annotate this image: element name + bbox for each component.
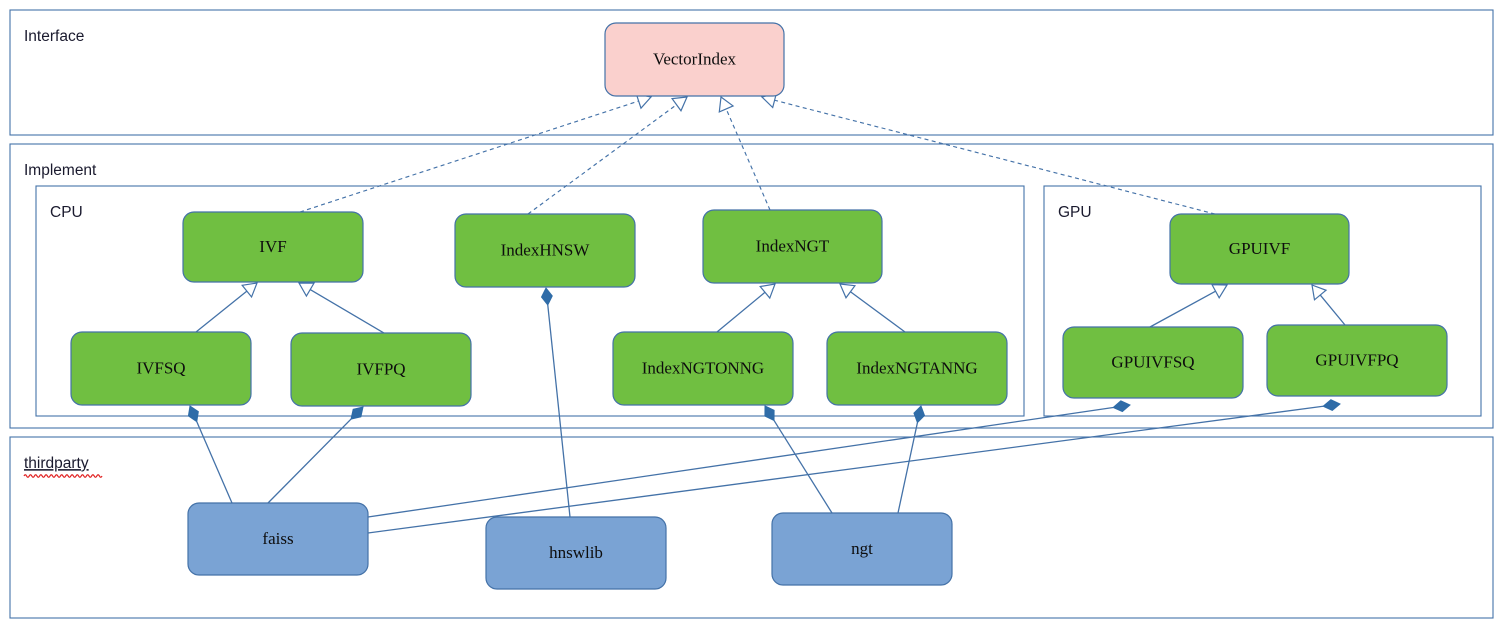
- group-label-cpu: CPU: [50, 204, 83, 221]
- group-label-interface: Interface: [24, 28, 84, 45]
- node-box-vectorindex[interactable]: [604, 22, 785, 97]
- edge-ivf-to-vectorindex: [299, 93, 653, 213]
- node-faiss[interactable]: faiss: [187, 502, 369, 576]
- node-indexhnsw[interactable]: IndexHNSW: [454, 213, 636, 288]
- node-box-indexngt[interactable]: [702, 209, 883, 284]
- node-ivfpq[interactable]: IVFPQ: [290, 332, 472, 407]
- edge-gpuivfsq-to-gpuivf: [1149, 284, 1229, 328]
- node-gpuivfpq[interactable]: GPUIVFPQ: [1266, 324, 1448, 397]
- edge-ivfsq-to-ivf: [195, 282, 258, 333]
- node-box-gpuivfpq[interactable]: [1266, 324, 1448, 397]
- edge-indexngtonng-to-indexngt: [716, 283, 776, 333]
- edge-faiss-to-ivfpq: [267, 406, 364, 504]
- node-label-ngt: ngt: [851, 539, 873, 558]
- edge-faiss-to-ivfsq: [187, 405, 233, 504]
- node-box-ivf[interactable]: [182, 211, 364, 283]
- node-indexngt[interactable]: IndexNGT: [702, 209, 883, 284]
- node-gpuivf[interactable]: GPUIVF: [1169, 213, 1350, 285]
- edge-ivfpq-to-ivf: [297, 282, 385, 334]
- node-label-gpuivf: GPUIVF: [1229, 239, 1290, 258]
- edge-faiss-to-gpuivfpq: [367, 399, 1341, 534]
- node-box-indexngtanng[interactable]: [826, 331, 1008, 406]
- node-box-hnswlib[interactable]: [485, 516, 667, 590]
- node-box-faiss[interactable]: [187, 502, 369, 576]
- node-gpuivfsq[interactable]: GPUIVFSQ: [1062, 326, 1244, 399]
- node-indexngtanng[interactable]: IndexNGTANNG: [826, 331, 1008, 406]
- node-ivf[interactable]: IVF: [182, 211, 364, 283]
- edges-layer: [187, 92, 1346, 534]
- node-label-faiss: faiss: [262, 529, 293, 548]
- node-box-ivfsq[interactable]: [70, 331, 252, 406]
- node-label-indexngt: IndexNGT: [756, 236, 830, 255]
- node-vectorindex[interactable]: VectorIndex: [604, 22, 785, 97]
- edge-ngt-to-indexngtonng: [764, 405, 833, 514]
- node-box-indexhnsw[interactable]: [454, 213, 636, 288]
- edge-ngt-to-indexngtanng: [897, 405, 926, 514]
- node-box-ngt[interactable]: [771, 512, 953, 586]
- node-label-indexngtonng: IndexNGTONNG: [642, 358, 764, 377]
- edge-gpuivfpq-to-gpuivf: [1311, 284, 1346, 326]
- node-ngt[interactable]: ngt: [771, 512, 953, 586]
- node-label-ivfsq: IVFSQ: [136, 358, 185, 377]
- edge-indexhnsw-to-vectorindex: [527, 96, 688, 215]
- node-ivfsq[interactable]: IVFSQ: [70, 331, 252, 406]
- group-label-implement: Implement: [24, 162, 97, 179]
- edge-indexngtanng-to-indexngt: [839, 283, 906, 333]
- node-label-ivf: IVF: [259, 237, 286, 256]
- node-indexngtonng[interactable]: IndexNGTONNG: [612, 331, 794, 406]
- node-hnswlib[interactable]: hnswlib: [485, 516, 667, 590]
- edge-faiss-to-gpuivfsq: [367, 400, 1131, 518]
- node-label-hnswlib: hnswlib: [549, 543, 603, 562]
- node-label-indexngtanng: IndexNGTANNG: [856, 358, 977, 377]
- node-label-gpuivfsq: GPUIVFSQ: [1111, 352, 1194, 371]
- node-box-gpuivfsq[interactable]: [1062, 326, 1244, 399]
- edge-hnswlib-to-indexhnsw: [540, 287, 571, 518]
- group-label-gpu: GPU: [1058, 204, 1092, 221]
- group-label-thirdparty: thirdparty: [24, 455, 89, 472]
- node-box-ivfpq[interactable]: [290, 332, 472, 407]
- node-box-gpuivf[interactable]: [1169, 213, 1350, 285]
- spellcheck-squiggle-icon: [23, 474, 103, 478]
- node-box-indexngtonng[interactable]: [612, 331, 794, 406]
- node-label-vectorindex: VectorIndex: [653, 49, 737, 68]
- edge-indexngt-to-vectorindex: [718, 95, 771, 211]
- node-label-gpuivfpq: GPUIVFPQ: [1315, 350, 1398, 369]
- node-label-indexhnsw: IndexHNSW: [501, 240, 591, 259]
- node-label-ivfpq: IVFPQ: [356, 359, 405, 378]
